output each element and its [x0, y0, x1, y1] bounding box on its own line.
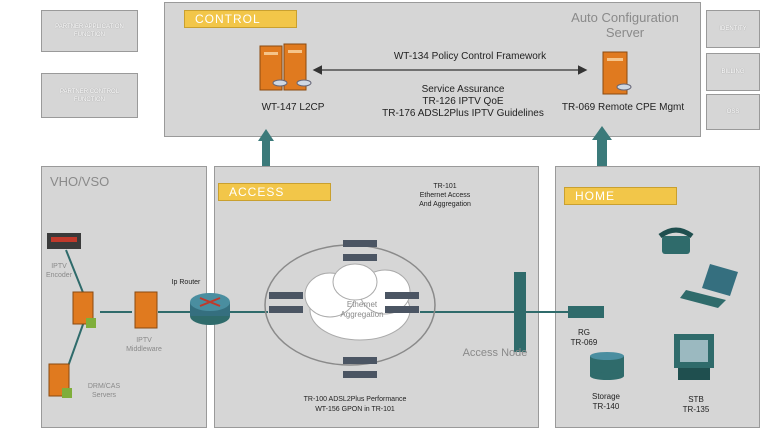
partner-application-box: PARTNER APPLICATION FUNCTION: [41, 10, 138, 52]
access-tag: ACCESS: [218, 183, 331, 201]
home-tag: HOME: [564, 187, 677, 205]
home-tag-label: HOME: [575, 189, 615, 203]
vho-title: VHO/VSO: [50, 174, 110, 189]
remote-cpe-label: TR-069 Remote CPE Mgmt: [561, 102, 685, 113]
service-assurance-label: Service Assurance TR-126 IPTV QoE TR-176…: [382, 84, 544, 119]
drm-label: DRM/CAS Servers: [87, 383, 121, 399]
billing-box: BILLING: [706, 53, 760, 91]
encoder-label: IPTV Encoder: [45, 263, 73, 279]
access-tag-label: ACCESS: [229, 185, 285, 199]
policy-framework-label: WT-134 Policy Control Framework: [393, 51, 547, 62]
tr101-label: TR-101 Ethernet Access And Aggregation: [419, 183, 471, 208]
control-tag-label: CONTROL: [195, 12, 261, 26]
storage-label: Storage TR-140: [591, 392, 621, 411]
identity-box: IDENTITY: [706, 10, 760, 48]
l2cp-label: WT-147 L2CP: [261, 102, 325, 113]
acs-title: Auto Configuration Server: [571, 10, 679, 40]
partner-control-label: PARTNER CONTROL FUNCTION: [59, 88, 120, 103]
identity-label: IDENTITY: [719, 26, 747, 32]
stb-label: STB TR-135: [682, 395, 710, 414]
middleware-label: IPTV Middleware: [126, 337, 162, 353]
oss-label: OSS: [726, 109, 740, 115]
access-node-label: Access Node: [462, 347, 528, 359]
cloud-label: Ethernet Aggregation: [340, 300, 384, 319]
control-tag: CONTROL: [184, 10, 297, 28]
rg-label: RG TR-069: [570, 328, 598, 347]
partner-application-label: PARTNER APPLICATION FUNCTION: [55, 24, 124, 38]
router-label: Ip Router: [171, 279, 201, 286]
home-panel: [555, 166, 760, 428]
oss-box: OSS: [706, 94, 760, 130]
access-bottom-label: TR-100 ADSL2Plus Performance WT-156 GPON…: [303, 396, 407, 413]
partner-control-box: PARTNER CONTROL FUNCTION: [41, 73, 138, 118]
billing-label: BILLING: [721, 69, 745, 75]
